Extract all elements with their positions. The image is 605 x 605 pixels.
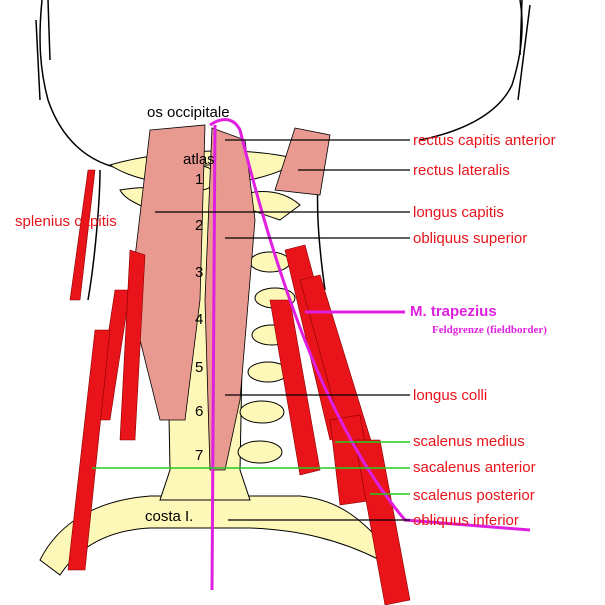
label-longus-colli: longus colli [413,387,487,404]
label-obliquus-inferior: obliquus inferior [413,512,519,529]
rectus-lateralis-muscle [274,127,331,196]
label-costa: costa I. [145,508,193,525]
vertebra-number-5: 5 [195,359,203,376]
label-scalenus-medius: scalenus medius [413,433,525,450]
vertebra-number-7: 7 [195,447,203,464]
vertebra-number-6: 6 [195,403,203,420]
label-obliquus-superior: obliquus superior [413,230,527,247]
field-border-lines [209,118,531,591]
scalene-leader-lines [92,441,410,495]
label-os-occipitale: os occipitale [147,104,230,121]
vertebra-number-2: 2 [195,217,203,234]
splenius-capitis-muscle [67,169,146,571]
vertebra-number-1: 1 [195,171,203,188]
label-longus-capitis: longus capitis [413,204,504,221]
label-sacalenus-anterior: sacalenus anterior [413,459,536,476]
vertebra-number-4: 4 [195,311,203,328]
label-leader-lines [155,139,410,521]
label-rectus-lateralis: rectus lateralis [413,162,510,179]
label-splenius-capitis: splenius capitis [15,213,117,230]
vertebra-number-3: 3 [195,264,203,281]
label-m-trapezius: M. trapezius [410,303,497,320]
label-rectus-capitis-anterior: rectus capitis anterior [413,132,556,149]
label-atlas: atlas [183,151,215,168]
ear-left [47,0,51,61]
ear-right [519,0,523,56]
label-feldgrenze: Feldgrenze (fieldborder) [432,324,547,336]
label-scalenus-posterior: scalenus posterior [413,487,535,504]
scalenus-muscles [269,244,411,605]
